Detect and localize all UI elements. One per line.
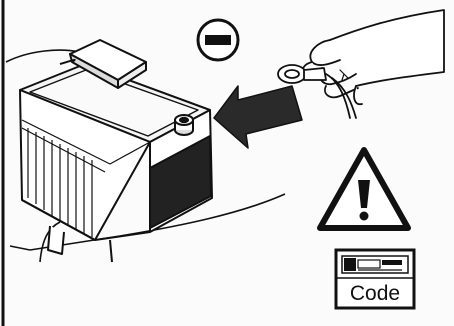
warning-triangle-icon [320,150,408,228]
negative-terminal [175,115,193,135]
direction-arrow [214,86,302,148]
minus-sign-icon [198,20,238,60]
car-battery [20,64,212,262]
code-label: Code [350,282,400,305]
hand-with-terminal-clamp [278,10,444,118]
